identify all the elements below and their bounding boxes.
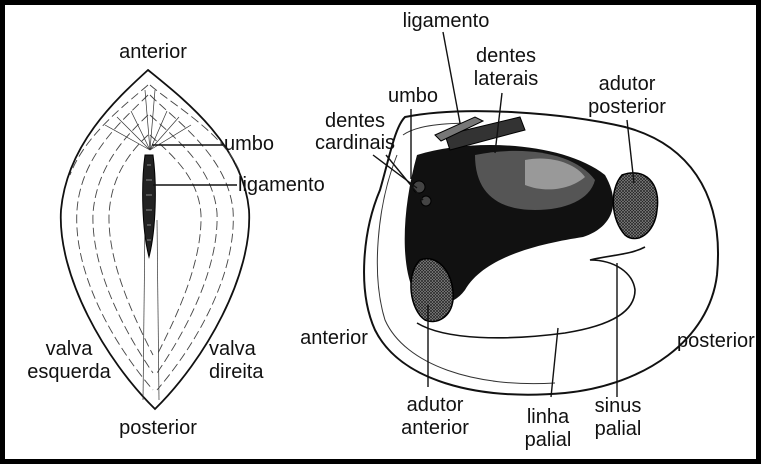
label-dentes-cardinais-2: cardinais xyxy=(315,132,395,154)
label-left-posterior: posterior xyxy=(119,417,197,439)
label-left-anterior: anterior xyxy=(119,41,187,63)
diagram-frame: anterior umbo ligamento valva esquerda v… xyxy=(5,5,756,459)
label-right-umbo: umbo xyxy=(388,85,438,107)
label-dentes-laterais-2: laterais xyxy=(474,68,538,90)
label-linha-palial-1: linha xyxy=(527,406,570,428)
bivalve-diagram: anterior umbo ligamento valva esquerda v… xyxy=(5,5,756,459)
label-adutor-anterior-2: anterior xyxy=(401,417,469,439)
label-left-umbo: umbo xyxy=(224,133,274,155)
posterior-adductor-scar xyxy=(613,173,657,239)
label-adutor-posterior-2: posterior xyxy=(588,96,666,118)
label-sinus-palial-1: sinus xyxy=(595,395,642,417)
label-valva-direita-1: valva xyxy=(209,338,257,360)
label-valva-esquerda-2: esquerda xyxy=(27,361,111,383)
label-sinus-palial-2: palial xyxy=(595,418,642,440)
label-linha-palial-2: palial xyxy=(525,429,572,451)
label-adutor-posterior-1: adutor xyxy=(599,73,656,95)
right-shell-view xyxy=(364,111,718,395)
label-valva-direita-2: direita xyxy=(209,361,264,383)
label-valva-esquerda-1: valva xyxy=(46,338,94,360)
label-dentes-cardinais-1: dentes xyxy=(325,110,385,132)
label-dentes-laterais-1: dentes xyxy=(476,45,536,67)
label-left-ligamento: ligamento xyxy=(238,174,325,196)
label-right-posterior: posterior xyxy=(677,330,755,352)
label-right-anterior: anterior xyxy=(300,327,368,349)
label-right-ligamento: ligamento xyxy=(403,10,490,32)
label-adutor-anterior-1: adutor xyxy=(407,394,464,416)
